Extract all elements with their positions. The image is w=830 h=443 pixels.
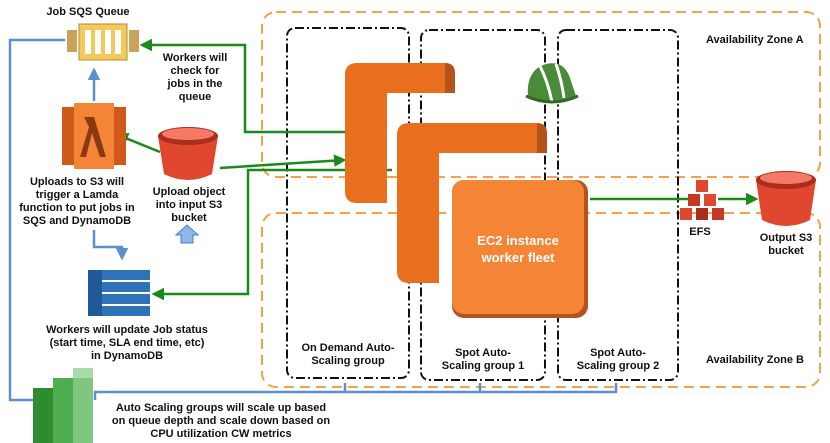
autoscaling-note-label: Auto Scaling groups will scale up based … [111,402,331,440]
output-bucket-label: Output S3 bucket [759,232,813,257]
efs-label: EFS [689,226,711,238]
spot-group-2-label: Spot Auto- Scaling group 2 [576,347,660,372]
zone-b-label: Availability Zone B [706,354,805,366]
workers-update-label: Workers will update Job status (start ti… [46,324,208,362]
lambda-icon [62,103,126,169]
sqs-queue-icon [67,23,139,61]
output-s3-bucket-icon [756,171,816,226]
spot-group-1-label: Spot Auto- Scaling group 1 [441,347,525,372]
on-demand-group-label: On Demand Auto- Scaling group [301,342,395,367]
spot-group-2-box [557,29,679,381]
dynamodb-icon [88,270,150,316]
job-queue-label: Job SQS Queue [46,6,130,18]
ec2-fleet-label: EC2 instance worker fleet [477,233,559,265]
input-s3-bucket-icon [158,127,218,180]
green-arrows [115,38,759,301]
spot-helmet-icon [525,63,579,104]
efs-icon [680,180,724,220]
availability-zone-a [261,11,821,178]
ec2-instance-icon [345,63,588,318]
autoscaling-icon [33,368,93,443]
zone-a-label: Availability Zone A [706,34,804,46]
uploads-trigger-label: Uploads to S3 will trigger a Lamda funct… [19,176,135,227]
workers-check-label: Workers will check for jobs in the queue [162,52,228,103]
upload-object-label: Upload object into input S3 bucket [152,186,226,224]
upload-arrow-icon [174,224,200,244]
